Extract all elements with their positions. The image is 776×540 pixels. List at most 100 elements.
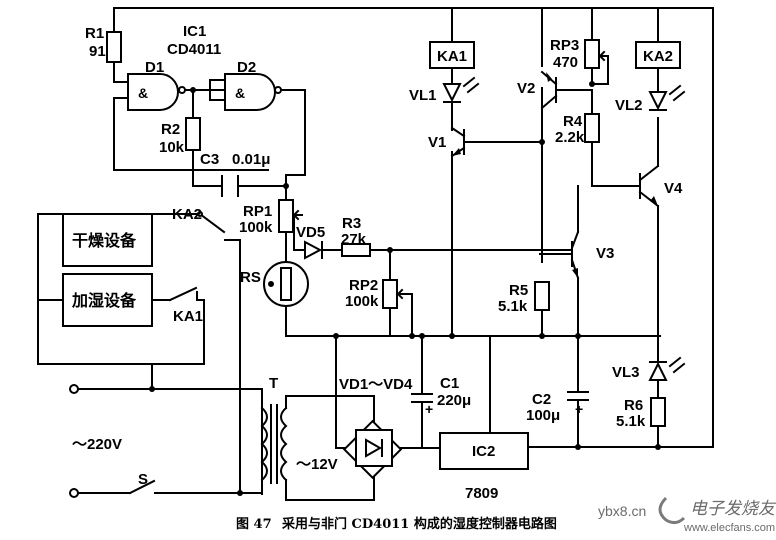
label-r4: R4 [563, 113, 583, 130]
label-r1: R1 [85, 25, 104, 42]
label-vl1: VL1 [409, 87, 437, 104]
label-r4-value: 2.2k [555, 129, 585, 146]
label-c2-value: 100μ [526, 407, 560, 424]
switch-s [128, 479, 156, 495]
resistor-r4 [584, 113, 600, 143]
transistor-v4 [624, 164, 660, 208]
label-dryer: 干燥设备 [72, 231, 137, 250]
potentiometer-rp3 [584, 39, 600, 69]
label-c1: C1 [440, 375, 459, 392]
resistor-r5 [534, 281, 550, 311]
label-ka2: KA2 [643, 48, 673, 65]
transformer-t [260, 404, 288, 484]
potentiometer-rp1 [278, 199, 294, 233]
resistor-r2 [185, 117, 201, 151]
humidity-sensor-dot [268, 281, 274, 287]
nand-d1-bubble [178, 86, 186, 94]
capacitor-c2 [567, 391, 589, 401]
label-r5: R5 [509, 282, 528, 299]
label-rp2: RP2 [349, 277, 378, 294]
mains-terminal-2 [69, 488, 79, 498]
label-rp1-value: 100k [239, 219, 273, 236]
relay-contact-ka2 [198, 212, 226, 234]
label-d1: D1 [145, 59, 164, 76]
label-ka1-contact: KA1 [173, 308, 203, 325]
label-vl2: VL2 [615, 97, 643, 114]
humidifier-equipment-box [62, 273, 153, 327]
label-c2: C2 [532, 391, 551, 408]
led-vl1-light-icon [462, 76, 480, 94]
caption-figure-number: 图 47 [236, 517, 272, 532]
bridge-rectifier-vd1-vd4 [342, 419, 403, 480]
label-vd5: VD5 [296, 224, 325, 241]
nand-d1-symbol: & [138, 85, 148, 101]
led-vl3 [648, 361, 668, 381]
label-c3: C3 [200, 151, 219, 168]
label-humidifier: 加湿设备 [71, 291, 137, 310]
label-r5-value: 5.1k [498, 298, 528, 315]
watermark-brand: 电子发烧友 [690, 499, 776, 518]
label-c1-value: 220μ [437, 392, 471, 409]
label-vd1-vd4: VD1～VD4 [339, 376, 413, 393]
label-r3: R3 [342, 215, 361, 232]
label-vl3: VL3 [612, 364, 640, 381]
wires [37, 7, 714, 501]
junction-dots [149, 81, 661, 496]
transistor-v1 [450, 126, 479, 158]
mains-terminal-1 [69, 384, 79, 394]
label-12v: ～12V [296, 456, 338, 473]
label-v3: V3 [596, 245, 614, 262]
transistor-v2 [540, 70, 566, 110]
label-rp1: RP1 [243, 203, 272, 220]
transistor-v1-arrow [452, 148, 461, 156]
caption-text: 采用与非门 CD4011 构成的湿度控制器电路图 [281, 516, 557, 532]
label-v2: V2 [517, 80, 535, 97]
nand-gate-d1 [127, 73, 179, 111]
potentiometer-rp2 [382, 279, 398, 309]
label-r6: R6 [624, 397, 643, 414]
label-c1-plus: + [425, 401, 433, 417]
label-ac220: ～220V [72, 436, 122, 453]
rp2-wiper [396, 288, 405, 300]
label-rp2-value: 100k [345, 293, 379, 310]
transistor-v2-arrow [546, 72, 552, 82]
label-ic1: IC1 [183, 23, 206, 40]
capacitor-c3 [221, 175, 239, 197]
humidity-sensor-element [280, 267, 292, 301]
resistor-r3 [341, 243, 371, 257]
label-rs: RS [240, 269, 261, 286]
watermark-url: www.elecfans.com [683, 522, 775, 534]
led-vl2 [648, 91, 668, 111]
relay-contact-ka2-pivot [197, 211, 203, 217]
dryer-equipment-box [62, 213, 153, 267]
relay-coil-ka2 [635, 41, 681, 69]
label-switch-s: S [138, 471, 148, 488]
label-r3-value: 27k [341, 231, 367, 248]
led-vl3-light-icon [668, 356, 686, 374]
transistor-v3-arrow [572, 268, 578, 278]
nand-gate-d2 [224, 73, 276, 111]
label-ic2: IC2 [472, 443, 495, 460]
regulator-ic2 [439, 432, 529, 470]
label-rp3-value: 470 [553, 54, 578, 71]
label-v1: V1 [428, 134, 446, 151]
label-cd4011: CD4011 [167, 41, 221, 58]
resistor-r6 [650, 397, 666, 427]
label-r2: R2 [161, 121, 180, 138]
transistor-v3 [539, 230, 580, 280]
label-r6-value: 5.1k [616, 413, 646, 430]
label-v4: V4 [664, 180, 683, 197]
relay-coil-ka1 [429, 41, 475, 69]
label-d2: D2 [237, 59, 256, 76]
watermark-logo-icon [658, 496, 686, 525]
nand-d2-symbol: & [235, 85, 245, 101]
resistor-r1 [106, 31, 122, 63]
led-vl2-light-icon [668, 84, 686, 102]
capacitor-c1 [411, 393, 433, 403]
label-ka1: KA1 [437, 48, 467, 65]
label-rp3: RP3 [550, 37, 579, 54]
label-ic2-part: 7809 [465, 485, 498, 502]
label-c2-plus: + [575, 401, 583, 417]
